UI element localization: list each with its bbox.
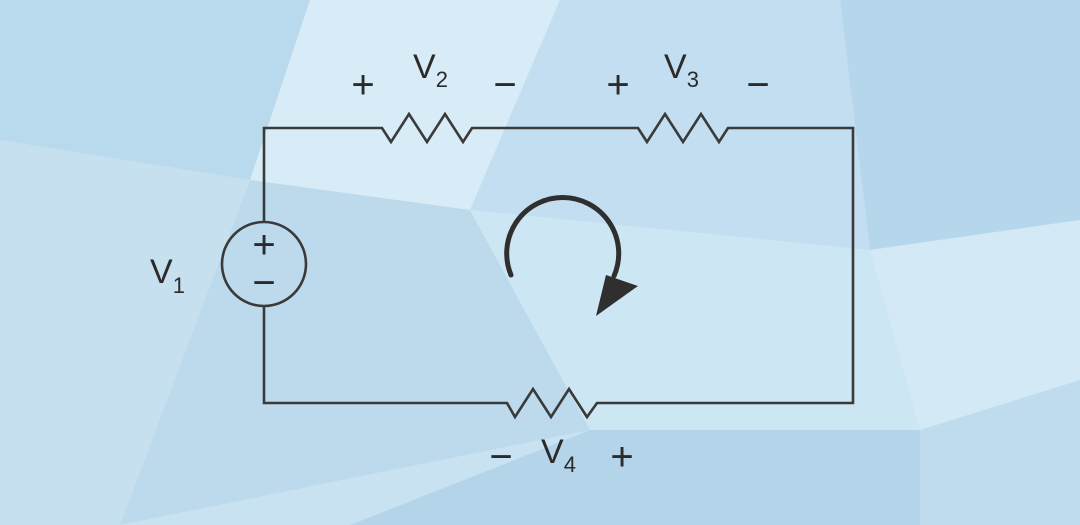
wires	[262, 126, 855, 405]
resistor-v4	[497, 386, 606, 420]
label-v2: V2	[413, 48, 448, 92]
label-v4: V4	[541, 433, 576, 477]
wire-right	[606, 126, 855, 405]
resistor-v2	[372, 111, 480, 145]
v4-plus-sign: +	[610, 435, 633, 479]
v3-minus-sign: −	[746, 63, 769, 107]
v4-minus-sign: −	[489, 435, 512, 479]
clockwise-arrow-icon	[504, 195, 638, 316]
v3-plus-sign: +	[606, 63, 629, 107]
voltage-source-v1: + −	[220, 220, 308, 308]
source-plus-sign: +	[252, 223, 275, 267]
v2-plus-sign: +	[351, 63, 374, 107]
resistor-v3	[628, 111, 738, 145]
label-v3: V3	[664, 48, 699, 92]
wire-bottom-left	[262, 306, 497, 405]
label-v1: V1	[150, 253, 185, 298]
wire-top-left	[262, 126, 372, 222]
v2-minus-sign: −	[493, 63, 516, 107]
source-minus-sign: −	[252, 261, 275, 305]
